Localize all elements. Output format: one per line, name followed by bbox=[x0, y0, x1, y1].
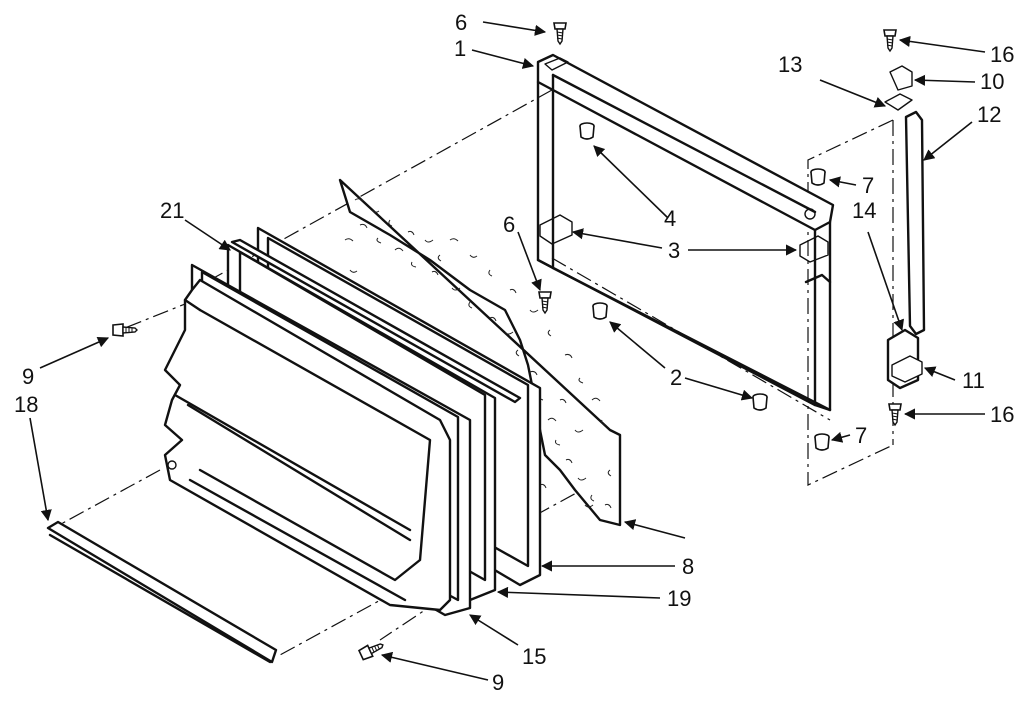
callout-12: 12 bbox=[977, 102, 1001, 127]
callout-16: 16 bbox=[990, 402, 1014, 427]
door-frame-assembly bbox=[536, 53, 835, 412]
callout-16: 16 bbox=[990, 42, 1014, 67]
hinge-icon bbox=[884, 65, 923, 383]
screw-icon bbox=[112, 323, 138, 337]
bumper-icon bbox=[814, 433, 830, 451]
screw-icon bbox=[538, 291, 552, 314]
bumper-icon bbox=[592, 302, 608, 320]
callout-2: 2 bbox=[670, 365, 682, 390]
callout-8: 8 bbox=[682, 554, 694, 579]
bumper-icon bbox=[579, 122, 595, 140]
screw-icon bbox=[883, 29, 897, 52]
callout-7: 7 bbox=[855, 423, 867, 448]
screw-icon bbox=[888, 403, 902, 426]
callout-13: 13 bbox=[778, 52, 802, 77]
bumper-icon bbox=[810, 168, 826, 186]
outer-door-panel bbox=[163, 278, 452, 612]
callout-18: 19 bbox=[667, 586, 691, 611]
callout-6: 6 bbox=[455, 10, 467, 35]
callout-14: 14 bbox=[852, 198, 876, 223]
callout-10: 10 bbox=[980, 69, 1004, 94]
callout-7: 7 bbox=[862, 173, 874, 198]
callout-17: 18 bbox=[14, 392, 38, 417]
screw-icon bbox=[357, 638, 387, 662]
callout-labels: 6 1 4 3 6 2 7 7 13 10 12 14 11 16 16 21 … bbox=[14, 10, 1014, 695]
callout-9: 9 bbox=[22, 364, 34, 389]
callout-19: 21 bbox=[160, 198, 184, 223]
callout-4: 4 bbox=[664, 206, 676, 231]
callout-leaders bbox=[29, 21, 986, 681]
callout-9: 9 bbox=[492, 670, 504, 695]
callout-6: 6 bbox=[503, 212, 515, 237]
door-top-trim bbox=[230, 238, 522, 404]
hardware bbox=[112, 22, 923, 662]
bumper-icon bbox=[752, 393, 768, 411]
screw-icon bbox=[553, 22, 567, 45]
callout-15: 15 bbox=[522, 644, 546, 669]
hinge-rod bbox=[904, 110, 926, 336]
door-bottom-trim bbox=[46, 520, 278, 664]
callout-3: 3 bbox=[668, 238, 680, 263]
callout-1: 1 bbox=[454, 36, 466, 61]
callout-11: 11 bbox=[962, 368, 985, 393]
